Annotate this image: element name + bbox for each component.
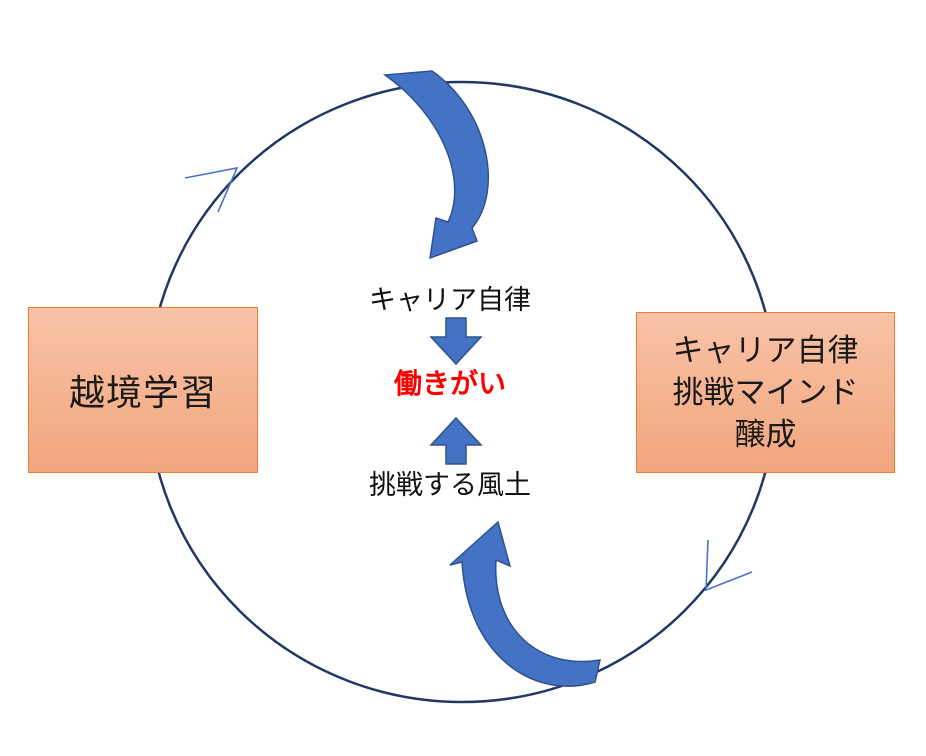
career-mindset-line-1: キャリア自律 <box>672 332 859 369</box>
block-arrow-down-icon <box>429 317 483 366</box>
block-arrow-up-icon <box>429 416 483 465</box>
cross-border-learning-box: 越境学習 <box>28 307 258 473</box>
career-autonomy-label: キャリア自律 <box>369 285 531 316</box>
hatarakigai-label: 働きがい <box>393 367 506 400</box>
cross-border-learning-label: 越境学習 <box>68 373 217 414</box>
chevron-down-icon <box>705 539 753 592</box>
career-mindset-line-3: 醸成 <box>734 416 797 453</box>
curved-arrow-down-icon <box>382 70 490 260</box>
career-mindset-line-2: 挑戦マインド <box>672 374 859 411</box>
career-mindset-box: キャリア自律 挑戦マインド 醸成 <box>636 312 895 473</box>
challenge-culture-label: 挑戦する風土 <box>369 470 531 501</box>
chevron-right-icon <box>184 166 239 213</box>
curved-arrow-up-icon <box>449 520 601 687</box>
